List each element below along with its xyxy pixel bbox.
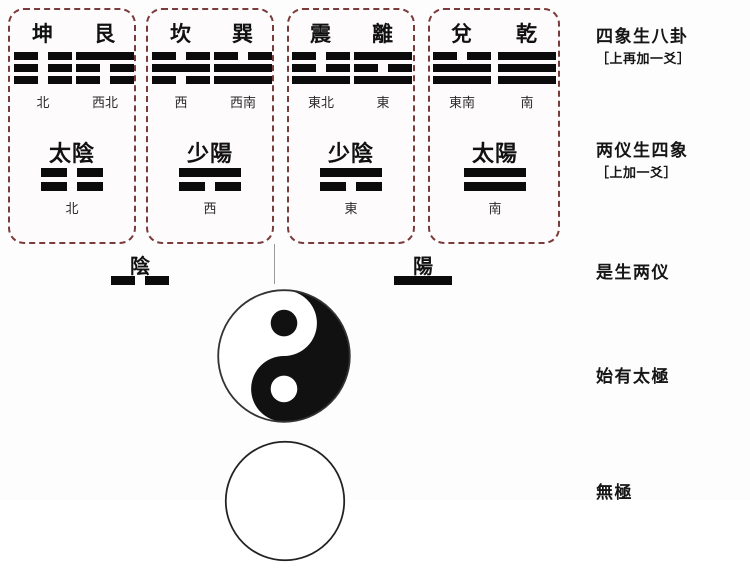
stage-caption-sub: ［上再加一爻］ (596, 52, 691, 67)
wuji-circle (222, 438, 348, 564)
stage-caption-main: 两仪生四象 (596, 141, 689, 161)
trigram-direction-kun: 北 (36, 96, 50, 111)
xiang-direction-shaoyin: 東 (344, 202, 358, 217)
xiang-name-taiyang: 太陽 (471, 141, 518, 167)
trigram-lines-xun (214, 52, 272, 88)
trigram-lines-li (354, 52, 412, 88)
trigram-name-kan: 坎 (170, 21, 192, 46)
trigram-lines-zhen (292, 52, 350, 88)
trigram-name-qian: 乾 (516, 21, 538, 46)
trigram-direction-li: 東 (376, 96, 390, 111)
trigram-name-zhen: 震 (310, 21, 332, 46)
xiang-name-shaoyang: 少陽 (186, 141, 233, 167)
trigram-lines-kan (152, 52, 210, 88)
xiang-lines-taiyang (464, 168, 526, 196)
liangyi-name-yang: 陽 (413, 254, 433, 278)
trigram-direction-gen: 西北 (91, 96, 118, 111)
trigram-name-kun: 坤 (32, 21, 54, 46)
stage-caption-sub: ［上加一爻］ (596, 166, 678, 181)
taiji-symbol (209, 286, 359, 426)
xiang-lines-taiyin (41, 168, 103, 196)
stage-caption-main: 始有太極 (596, 367, 670, 387)
stage-caption-wuji: 無極 (596, 478, 633, 503)
xiang-lines-shaoyin (320, 168, 382, 196)
stage-caption-taiji: 始有太極 (596, 362, 670, 387)
stage-caption-taiji-to-liangyi: 是生两仪 (596, 258, 670, 283)
trigram-name-gen: 艮 (94, 21, 116, 46)
xiang-name-taiyin: 太陰 (48, 141, 95, 167)
bagua-derivation-diagram: 坤 北 艮 西北 坎 西 巽 西南 震 東北 離 東 兌 (8, 8, 691, 562)
xiang-direction-taiyang: 南 (488, 202, 502, 217)
stage-caption-main: 四象生八卦 (596, 27, 689, 47)
trigram-lines-dui (433, 52, 491, 88)
group-box-taiyin (8, 8, 136, 244)
trigram-name-li: 離 (372, 21, 394, 46)
trigram-name-xun: 巽 (232, 21, 254, 46)
liangyi-line-yin (111, 276, 169, 285)
group-box-shaoyin (287, 8, 415, 244)
xiang-lines-shaoyang (179, 168, 241, 196)
connector-line-center (274, 244, 275, 284)
xiang-name-shaoyin: 少陰 (327, 141, 374, 167)
xiang-direction-taiyin: 北 (65, 202, 79, 217)
stage-caption-sixiang-to-bagua: 四象生八卦 ［上再加一爻］ (596, 22, 691, 67)
trigram-lines-gen (76, 52, 134, 88)
group-box-taiyang (428, 8, 560, 244)
stage-caption-liangyi-to-sixiang: 两仪生四象 ［上加一爻］ (596, 136, 689, 181)
stage-caption-main: 無極 (596, 483, 633, 503)
group-box-shaoyang (146, 8, 274, 244)
trigram-lines-kun (14, 52, 72, 88)
liangyi-line-yang (394, 276, 452, 285)
trigram-direction-xun: 西南 (229, 96, 256, 111)
stage-caption-main: 是生两仪 (596, 263, 670, 283)
trigram-lines-qian (498, 52, 556, 88)
liangyi-name-yin: 陰 (130, 254, 150, 278)
trigram-direction-qian: 南 (520, 96, 534, 111)
trigram-direction-kan: 西 (174, 96, 188, 111)
trigram-direction-dui: 東南 (448, 96, 475, 111)
trigram-name-dui: 兌 (451, 21, 473, 46)
xiang-direction-shaoyang: 西 (203, 202, 217, 217)
trigram-direction-zhen: 東北 (307, 96, 334, 111)
